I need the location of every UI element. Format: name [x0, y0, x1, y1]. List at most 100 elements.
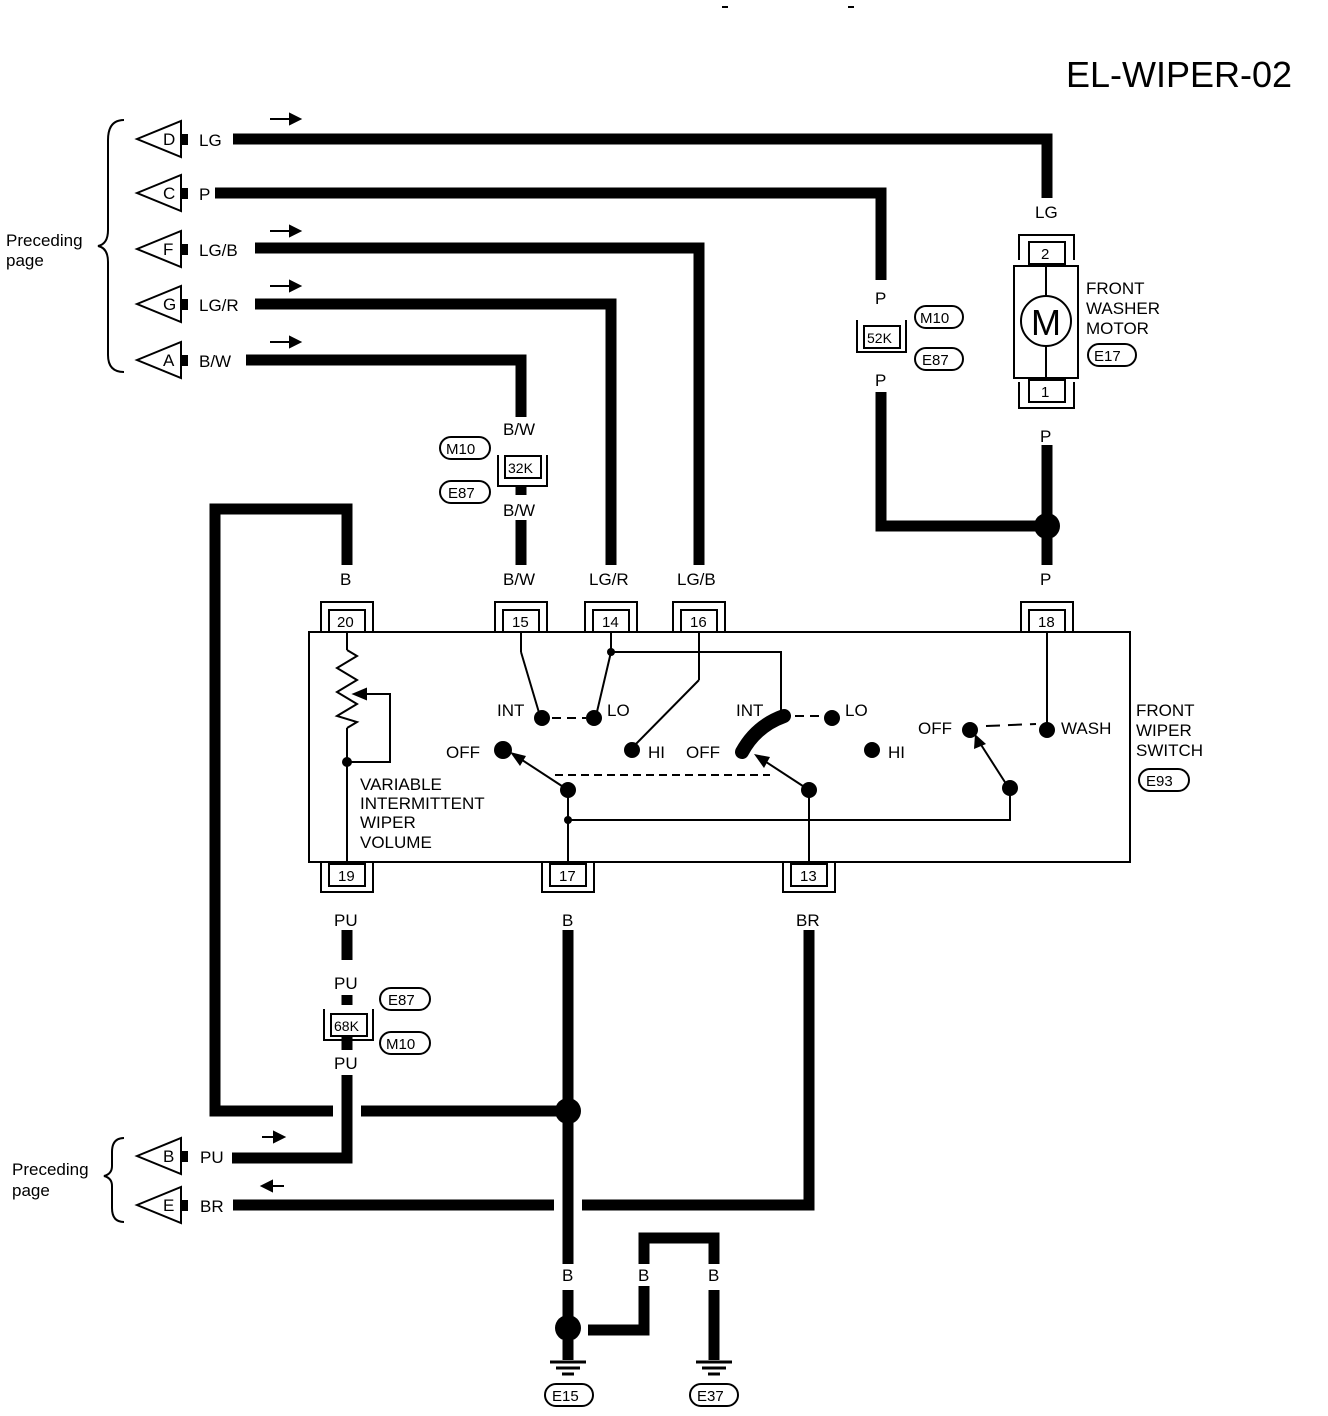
- wire-label: B: [340, 570, 351, 589]
- ground-id: E15: [552, 1388, 579, 1405]
- motor-label: FRONT: [1086, 279, 1145, 298]
- wire-label: B: [708, 1266, 719, 1285]
- connector-letter: E: [163, 1196, 174, 1215]
- connector-d: D LG: [134, 119, 222, 159]
- connector-id: E93: [1146, 773, 1173, 790]
- wire-label: LG/B: [199, 241, 238, 260]
- connector-letter: F: [163, 240, 173, 259]
- connector-a: A B/W: [134, 340, 231, 380]
- wire-label: B/W: [503, 570, 535, 589]
- connector-id: E87: [448, 485, 475, 502]
- wire-label: LG: [199, 131, 222, 150]
- wire-label: B: [562, 1266, 573, 1285]
- wire-label: B/W: [503, 501, 535, 520]
- joint-connector-68k: 68K E87 M10: [323, 987, 431, 1055]
- splice-point: [555, 1098, 581, 1124]
- connector-c: C P: [134, 173, 210, 213]
- motor-label: WASHER: [1086, 299, 1160, 318]
- position-label-lo: LO: [607, 701, 630, 720]
- pin-number: 14: [602, 614, 619, 631]
- preceding-page-label-1: Preceding: [12, 1160, 89, 1179]
- joint-connector-52k: 52K M10 E87: [856, 305, 964, 371]
- preceding-page-label-1: Preceding: [6, 231, 83, 250]
- volume-label: WIPER: [360, 813, 416, 832]
- pin-number: 1: [1041, 384, 1049, 401]
- connector-g: G LG/R: [134, 284, 239, 324]
- wire-label: B: [638, 1266, 649, 1285]
- pin-number: 18: [1038, 614, 1055, 631]
- switch-body: [308, 631, 1131, 863]
- connector-b: B PU: [134, 1136, 224, 1176]
- volume-label: VOLUME: [360, 833, 432, 852]
- position-label-lo-2: LO: [845, 701, 868, 720]
- connector-letter: G: [163, 295, 176, 314]
- switch-label: FRONT: [1136, 701, 1195, 720]
- pin-number: 19: [338, 868, 355, 885]
- switch-contacts: [494, 648, 1055, 824]
- wire-label: PU: [334, 911, 358, 930]
- pin-19: 19: [320, 862, 374, 893]
- preceding-page-label-2: page: [6, 251, 44, 270]
- connector-letter: B: [163, 1147, 174, 1166]
- wire-label: P: [875, 371, 886, 390]
- connector-e: E BR: [134, 1185, 224, 1225]
- connector-letter: A: [163, 351, 175, 370]
- wire-label: BR: [200, 1197, 224, 1216]
- wire-label: LG: [1035, 203, 1058, 222]
- wire-label: LG/B: [677, 570, 716, 589]
- wire-label: P: [1040, 427, 1051, 446]
- connector-id: M10: [920, 310, 949, 327]
- ground-e15: [550, 1360, 586, 1376]
- vertical-wire-labels: LG P P P P B/W B/W B B/W LG/R LG/B PU B …: [330, 201, 1064, 1286]
- variable-resistor: [334, 632, 391, 862]
- preceding-page-brace: [97, 119, 125, 373]
- switch-label: SWITCH: [1136, 741, 1203, 760]
- pin-number: 13: [800, 868, 817, 885]
- wire-label: B/W: [503, 420, 535, 439]
- position-label-int: INT: [497, 701, 524, 720]
- wire-label: BR: [796, 911, 820, 930]
- pin-20: 20: [320, 601, 374, 633]
- pin-number: 2: [1041, 246, 1049, 263]
- position-label-off-3: OFF: [918, 719, 952, 738]
- position-label-hi-2: HI: [888, 743, 905, 762]
- switch-arrowheads: [510, 734, 986, 768]
- pin-13: 13: [782, 862, 836, 893]
- pin-number: 15: [512, 614, 529, 631]
- wire-label: B: [562, 911, 573, 930]
- connector-letter: D: [163, 130, 175, 149]
- wire-label: PU: [334, 974, 358, 993]
- joint-code: 32K: [508, 460, 534, 476]
- wire-label: LG/R: [199, 296, 239, 315]
- int-off-contact-bar: [735, 709, 791, 759]
- connector-id: M10: [446, 441, 475, 458]
- wire-label: P: [1040, 570, 1051, 589]
- joint-code: 52K: [867, 330, 893, 346]
- preceding-page-label-2: page: [12, 1181, 50, 1200]
- position-label-int-2: INT: [736, 701, 763, 720]
- wire-label: PU: [200, 1148, 224, 1167]
- volume-label: VARIABLE: [360, 775, 442, 794]
- motor-symbol: M: [1031, 302, 1061, 343]
- volume-label: INTERMITTENT: [360, 794, 485, 813]
- pin-18: 18: [1020, 601, 1074, 633]
- ground-e37: [696, 1360, 732, 1376]
- pin-number: 20: [337, 614, 354, 631]
- connector-id: E87: [388, 992, 415, 1009]
- pin-14: 14: [584, 601, 638, 633]
- ground-id: E37: [697, 1388, 724, 1405]
- splice-point: [555, 1315, 581, 1341]
- connector-id: M10: [386, 1036, 415, 1053]
- position-label-off-2: OFF: [686, 743, 720, 762]
- pin-number: 16: [690, 614, 707, 631]
- pin-number: 17: [559, 868, 576, 885]
- front-wiper-switch: 20 15 14 16 18 19: [308, 601, 1203, 893]
- diagram-id: EL-WIPER-02: [1066, 54, 1292, 95]
- wire-label: LG/R: [589, 570, 629, 589]
- motor-label: MOTOR: [1086, 319, 1149, 338]
- connector-id: E87: [922, 352, 949, 369]
- pin-17: 17: [541, 862, 595, 893]
- pin-15: 15: [494, 601, 548, 633]
